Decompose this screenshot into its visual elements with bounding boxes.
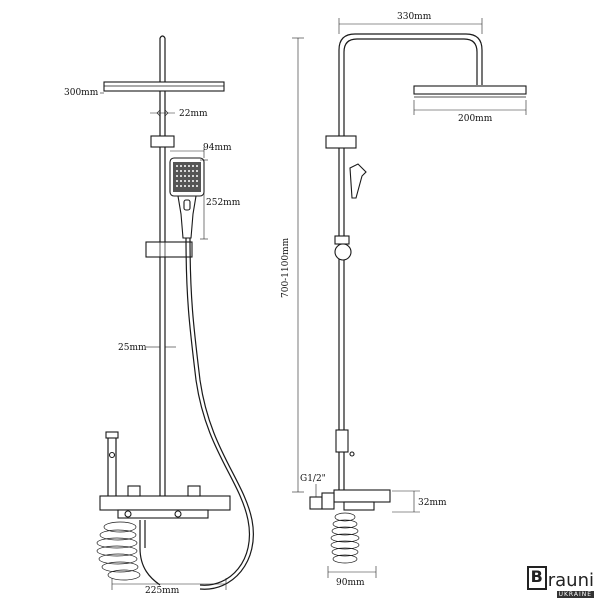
mixer-side xyxy=(333,489,391,503)
dim-300-label: 300mm xyxy=(64,88,99,98)
dim-22-label: 22mm xyxy=(179,109,208,119)
logo-word: rauni xyxy=(547,570,594,591)
shower-hose xyxy=(185,237,250,586)
dim-330-label: 330mm xyxy=(397,12,432,22)
shower-head-front xyxy=(103,81,225,92)
slider-knob xyxy=(334,243,352,261)
shower-head-side xyxy=(413,85,527,95)
spiral-bidet-hose xyxy=(96,521,141,581)
dim-height-label: 700-1100mm xyxy=(281,237,291,298)
hand-shower-handle xyxy=(177,195,197,239)
side-upper-clamp xyxy=(325,135,357,149)
logo-letter: B xyxy=(526,566,547,590)
spiral-side xyxy=(330,512,360,564)
overhead-arm xyxy=(338,33,483,500)
upper-clamp xyxy=(150,135,175,148)
front-view-dimensions: 300mm 22mm 94mm 252mm 25mm 225mm xyxy=(64,88,241,596)
dim-25-label: 25mm xyxy=(118,343,147,353)
side-view xyxy=(309,33,527,564)
thermostatic-mixer xyxy=(99,495,231,511)
dim-94-label: 94mm xyxy=(203,143,232,153)
dim-200-label: 200mm xyxy=(458,114,493,124)
logo-subtitle: UKRAINE xyxy=(556,591,594,598)
dim-225-label: 225mm xyxy=(145,586,180,596)
dim-thread-label: G1/2" xyxy=(300,474,326,484)
dim-90-label: 90mm xyxy=(336,578,365,588)
dim-32-label: 32mm xyxy=(418,498,447,508)
brand-logo: B rauni xyxy=(526,566,594,591)
side-view-dimensions: 330mm 200mm 700-1100mm G1/2" 32mm 90mm xyxy=(281,12,527,588)
hand-shower-side xyxy=(349,163,367,199)
front-view xyxy=(96,35,254,590)
dim-252-label: 252mm xyxy=(206,198,241,208)
slider-bracket xyxy=(145,241,193,258)
